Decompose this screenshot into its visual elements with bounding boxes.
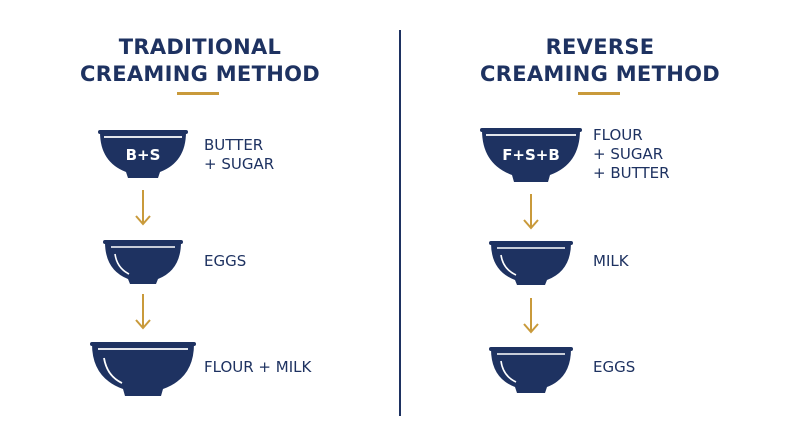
arrow-down-icon	[523, 298, 539, 334]
bowl-icon	[489, 241, 573, 285]
column-divider	[399, 30, 401, 416]
bowl-label: B+S	[125, 146, 161, 164]
ingredient-label: FLOUR + MILK	[204, 358, 311, 377]
left-title-line1: TRADITIONAL	[118, 35, 282, 59]
ingredient-line: + SUGAR	[204, 155, 275, 173]
ingredient-label: EGGS	[204, 252, 246, 271]
bowl-label: F+S+B	[502, 146, 560, 164]
bowl-icon	[98, 130, 188, 178]
bowl-icon	[103, 240, 183, 284]
arrow-down-icon	[523, 194, 539, 230]
ingredient-label: BUTTER + SUGAR	[204, 136, 274, 174]
ingredient-line: + BUTTER	[593, 164, 670, 182]
ingredient-line: + SUGAR	[593, 145, 664, 163]
arrow-down-icon	[135, 190, 151, 226]
ingredient-line: EGGS	[593, 358, 636, 376]
ingredient-line: FLOUR + MILK	[204, 358, 312, 376]
right-title-line2: CREAMING METHOD	[480, 62, 720, 86]
right-title-underline	[578, 92, 620, 95]
right-title: REVERSE CREAMING METHOD	[450, 34, 750, 88]
ingredient-line: FLOUR	[593, 126, 643, 144]
ingredient-line: EGGS	[204, 252, 247, 270]
left-title-line2: CREAMING METHOD	[80, 62, 320, 86]
arrow-down-icon	[135, 294, 151, 330]
ingredient-line: BUTTER	[204, 136, 264, 154]
bowl-icon	[480, 128, 582, 182]
ingredient-label: FLOUR + SUGAR + BUTTER	[593, 126, 670, 183]
ingredient-label: EGGS	[593, 358, 635, 377]
bowl-icon	[489, 347, 573, 393]
bowl-icon	[90, 342, 196, 396]
right-title-line1: REVERSE	[545, 35, 655, 59]
ingredient-line: MILK	[593, 252, 629, 270]
left-title-underline	[177, 92, 219, 95]
ingredient-label: MILK	[593, 252, 629, 271]
left-title: TRADITIONAL CREAMING METHOD	[50, 34, 350, 88]
